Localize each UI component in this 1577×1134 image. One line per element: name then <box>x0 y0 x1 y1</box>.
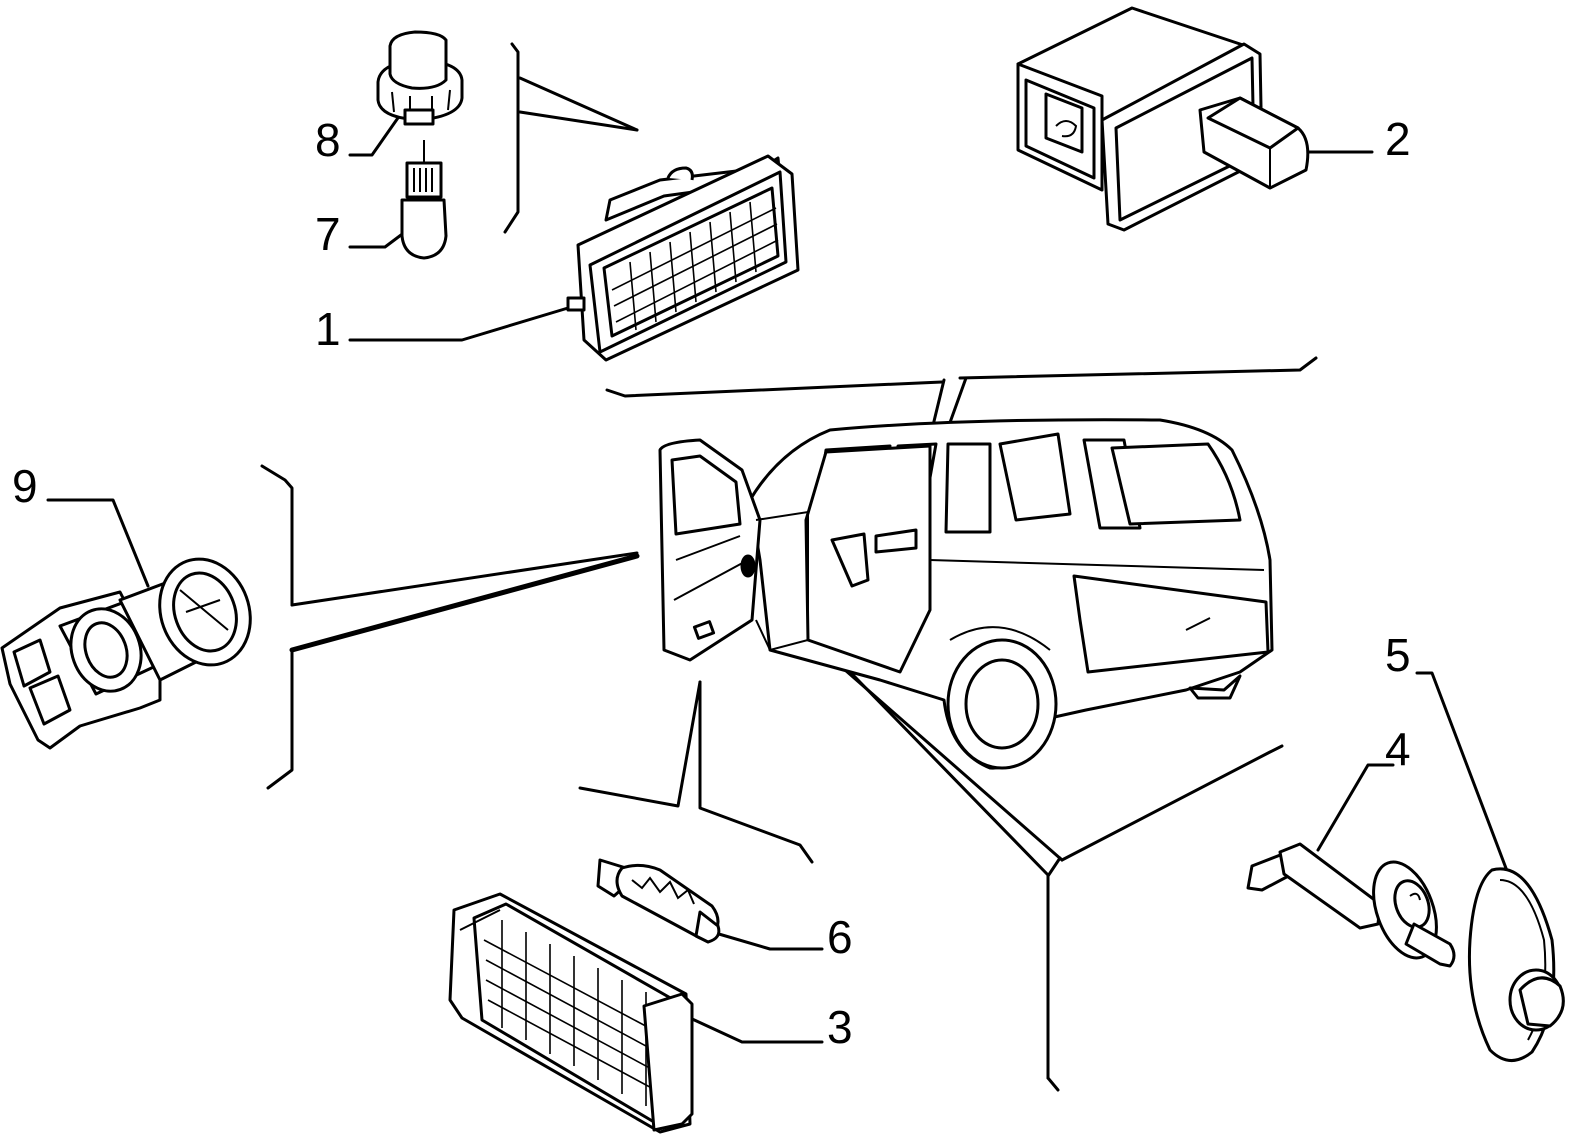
part-8-bulb-holder <box>376 30 464 126</box>
leader-4 <box>1316 763 1395 852</box>
callout-5: 5 <box>1385 629 1411 681</box>
leader-3 <box>688 1016 824 1044</box>
part-5-rubber-boot <box>1467 867 1565 1062</box>
bracket-36-left <box>578 680 702 808</box>
minivan-illustration <box>658 418 1274 770</box>
part-4-switch-plunger <box>1246 842 1456 968</box>
callout-1: 1 <box>315 303 341 355</box>
callout-9: 9 <box>12 460 38 512</box>
bracket-lamp1 <box>605 380 944 398</box>
pointer-9-a <box>290 551 639 607</box>
callout-2: 2 <box>1385 113 1411 165</box>
part-1-courtesy-lamp <box>566 154 800 362</box>
part-7-wedge-bulb <box>400 140 448 260</box>
callout-8: 8 <box>315 114 341 166</box>
part-6-festoon-bulb <box>596 858 721 944</box>
bracket-36-right <box>698 680 814 864</box>
part-2-door-switch <box>1016 6 1310 232</box>
part-3-lamp-unit <box>448 892 694 1134</box>
leader-6 <box>710 930 824 951</box>
callout-7: 7 <box>315 208 341 260</box>
callout-4: 4 <box>1385 723 1411 775</box>
bracket-45-arm <box>1060 744 1284 862</box>
bracket-bulb-group <box>503 42 520 234</box>
bracket-lamp2 <box>958 356 1318 380</box>
group-brackets <box>260 42 1318 1092</box>
leader-lines <box>46 113 1517 1044</box>
lamp3-lens-grid <box>483 920 675 1106</box>
leader-7 <box>348 230 407 249</box>
bracket-45-foot <box>1046 1076 1060 1092</box>
bracket-link-top <box>518 76 639 132</box>
callout-3: 3 <box>827 1001 853 1053</box>
bracket-9-top <box>260 464 294 607</box>
lamp1-lens-grid <box>611 201 779 331</box>
pointer-9-b <box>289 553 640 653</box>
callout-6: 6 <box>827 911 853 963</box>
leader-5 <box>1415 671 1517 894</box>
leader-9 <box>46 498 150 588</box>
bracket-9-bottom <box>266 648 294 790</box>
bracket-45-stem <box>1046 856 1062 1080</box>
part-9-switch-housing <box>0 557 252 750</box>
leader-1 <box>348 306 570 342</box>
leader-8 <box>348 113 402 157</box>
bracket-link-bottom <box>518 110 639 132</box>
